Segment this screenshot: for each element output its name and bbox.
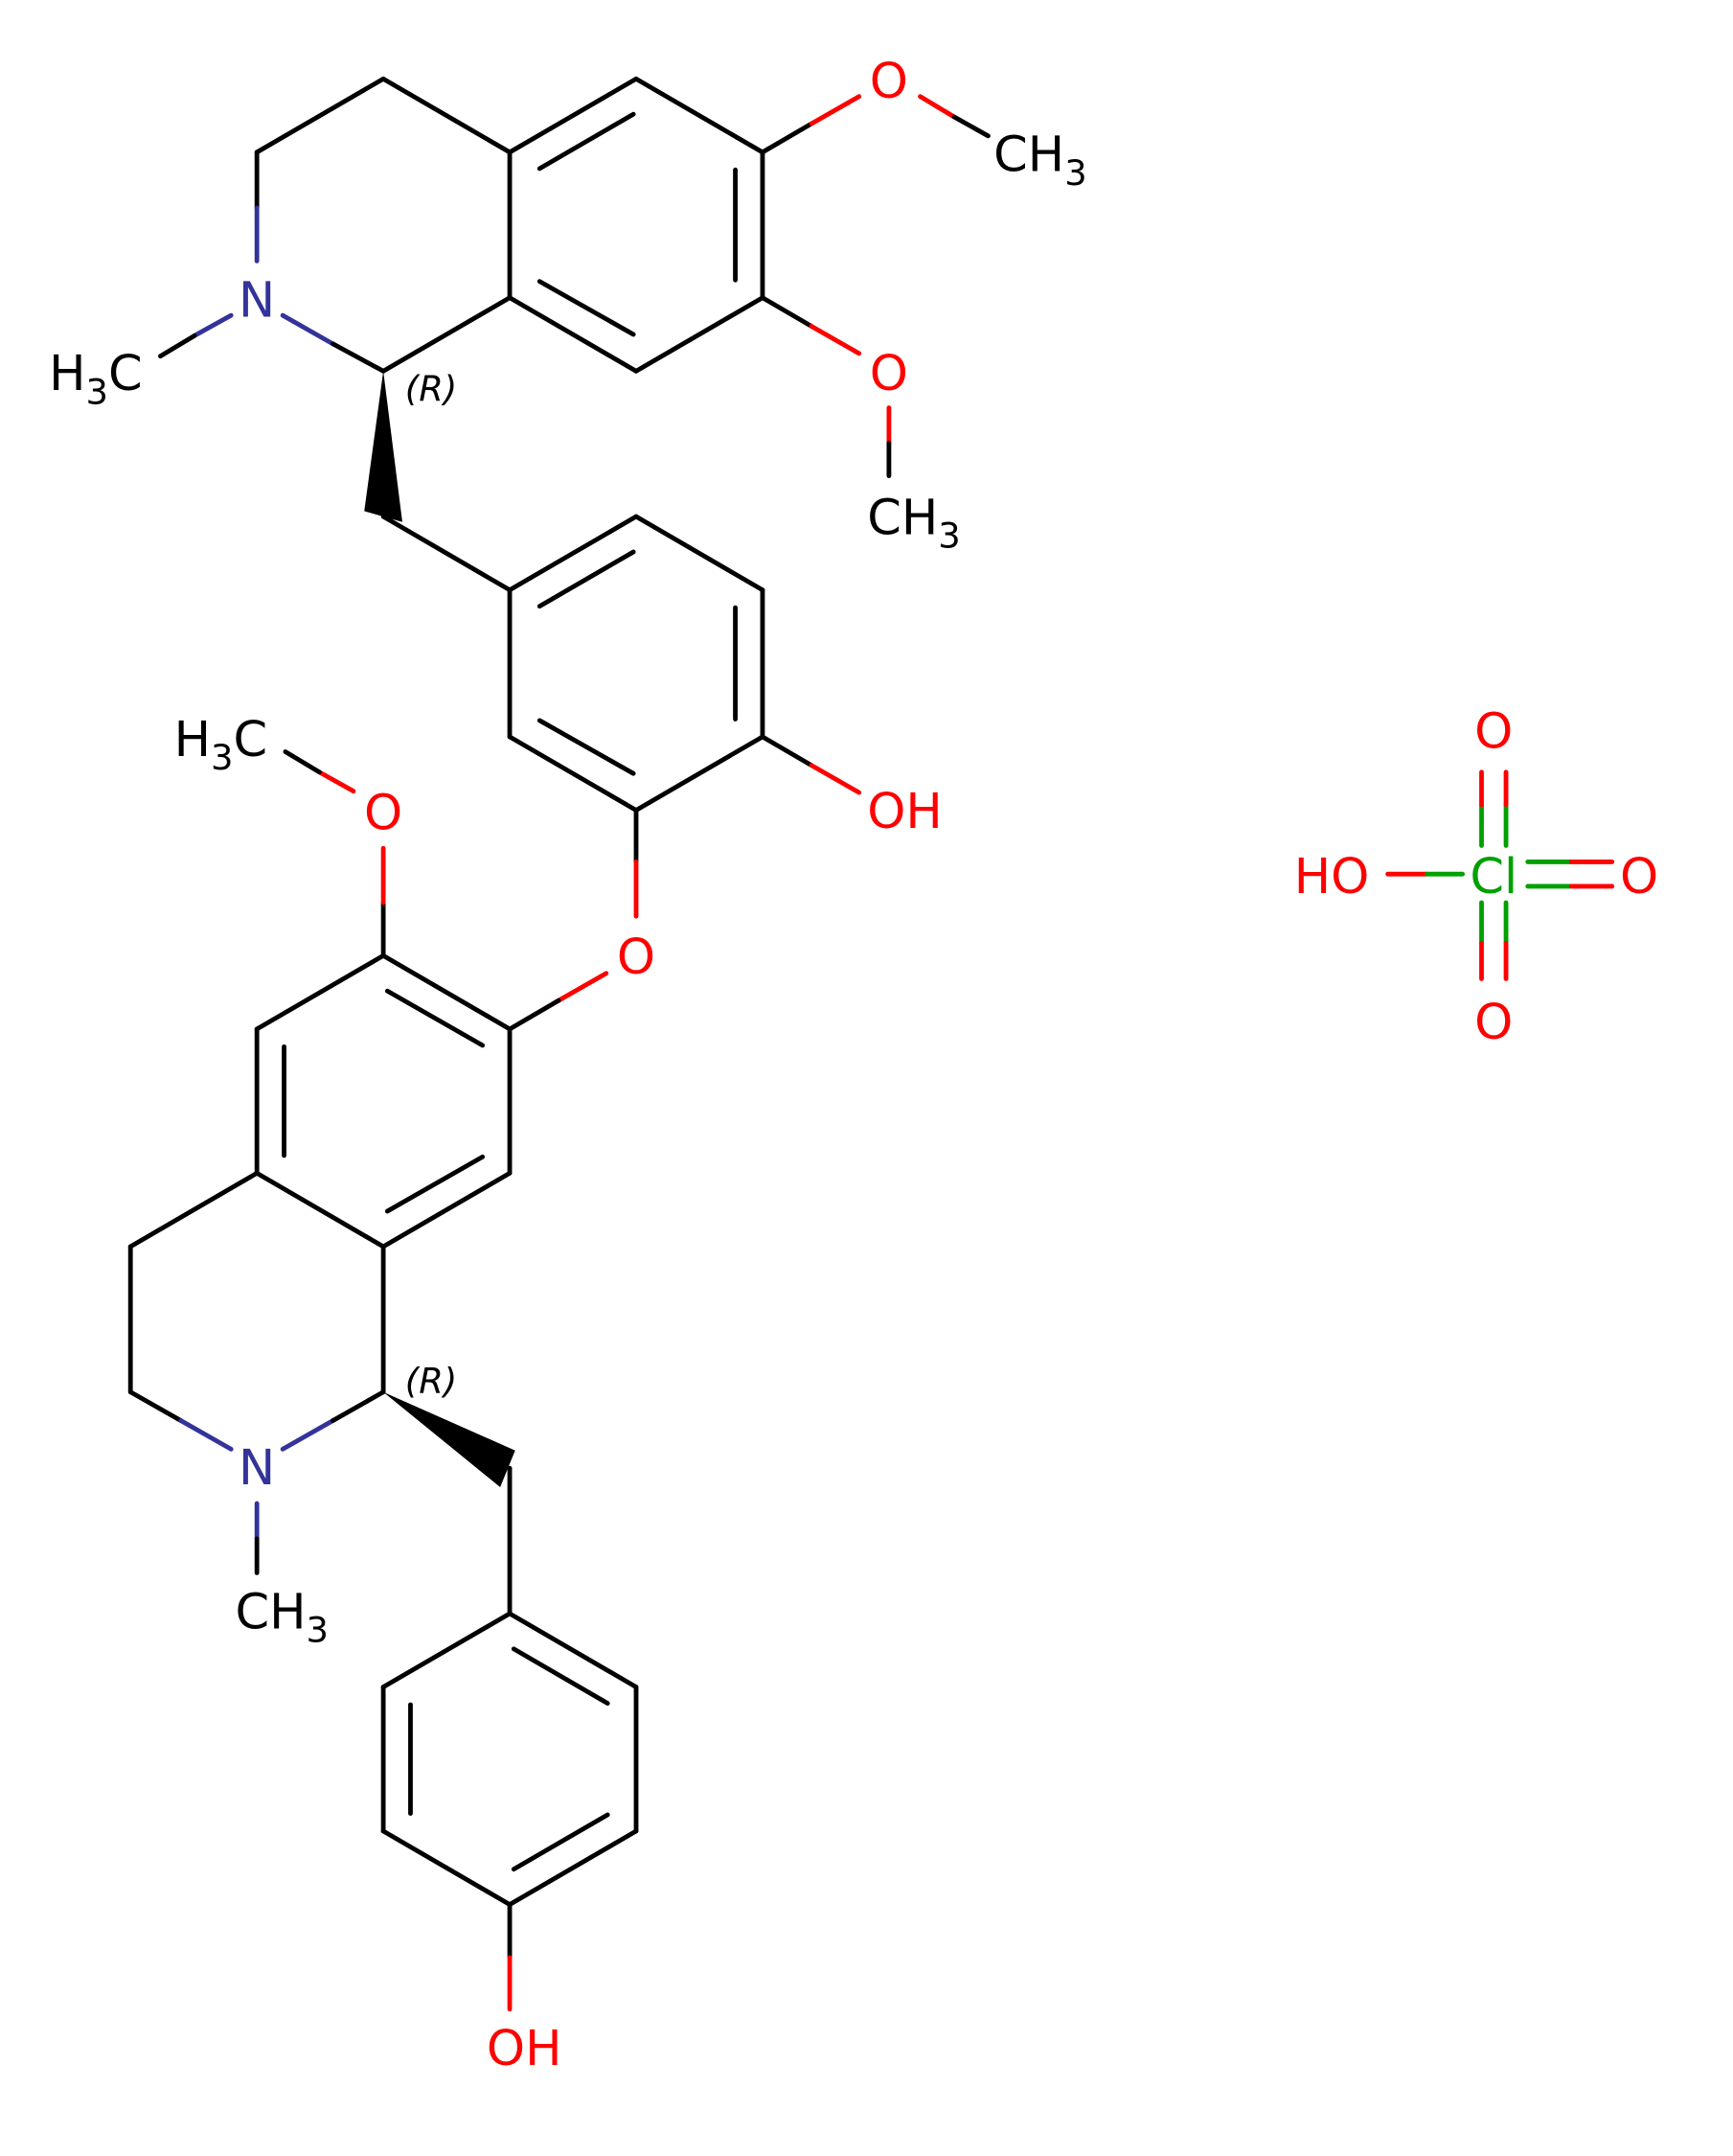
atom-label-hydroxyl: OH (867, 784, 943, 840)
atom-label-oxygen: O (1474, 995, 1513, 1051)
atom-label-methyl: CH3 (235, 1585, 329, 1651)
stereo-descriptor: (R) (405, 1361, 457, 1402)
atom-label-oxygen: O (1474, 703, 1513, 760)
atom-label-methyl: CH3 (993, 127, 1087, 194)
atom-label-hydroxyl: HO (1294, 849, 1370, 906)
bottom-isoquinoline-unit (127, 749, 515, 1617)
bottom-phenol-ring (380, 1611, 639, 2012)
top-isoquinoline-unit (158, 76, 991, 593)
atom-label-chlorine: Cl (1470, 849, 1517, 906)
atom-label-nitrogen: N (239, 273, 275, 330)
atom-label-nitrogen: N (239, 1440, 275, 1497)
atom-label-oxygen: O (870, 346, 908, 402)
stereo-descriptor: (R) (405, 369, 457, 410)
atom-label-methyl: H3C (174, 712, 268, 778)
middle-phenol-ring (507, 514, 862, 1032)
atom-label-ether-oxygen: O (617, 929, 655, 986)
perchloric-acid (1385, 769, 1615, 981)
atom-label-oxygen: O (870, 54, 908, 110)
atom-label-methyl: CH3 (867, 491, 961, 557)
atom-label-methyl: H3C (49, 346, 143, 412)
atom-label-oxygen: O (364, 785, 402, 841)
atom-label-hydroxyl: OH (487, 2021, 562, 2077)
atom-label-oxygen: O (1620, 849, 1658, 906)
